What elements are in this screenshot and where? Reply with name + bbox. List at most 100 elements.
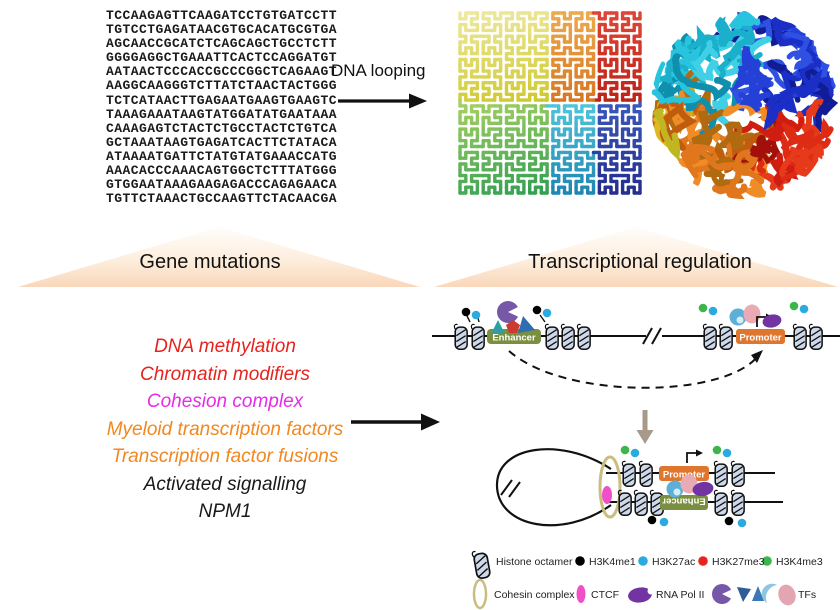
legend-h3k27ac-label: H3K27ac (652, 556, 696, 568)
nucleosome-icon (649, 489, 664, 517)
h3k27ac-dot (471, 310, 481, 320)
legend-histone-octamer-label: Histone octamer (496, 556, 573, 568)
transcriptional-regulation-title: Transcriptional regulation (528, 251, 752, 273)
nucleosome-icon (718, 323, 733, 351)
h3k27ac-dot (708, 306, 718, 316)
h3k27ac-dot (799, 304, 809, 314)
linear-chromatin-track: Enhancer Promoter (432, 301, 840, 389)
h3k4me1-dot (575, 556, 585, 566)
cohesin-ring-icon (598, 455, 622, 519)
strand-break-icon (500, 479, 521, 498)
nucleosome-icon (713, 460, 728, 488)
promoter-label: Promoter (663, 470, 706, 481)
ctcf-icon (576, 585, 586, 603)
strand-break-icon (642, 327, 662, 345)
dna-line: CAAAGAGTCTACTCTGCCTACTCTGTCA (106, 120, 338, 136)
h3k4me3-dot (620, 445, 630, 455)
nucleosome-icon (470, 323, 485, 351)
mutation-item: DNA methylation (154, 336, 296, 357)
mutation-item: NPM1 (198, 501, 252, 522)
legend-tfs-label: TFs (798, 589, 817, 601)
dna-line: TGTCCTGAGATAACGTGCACATGCGTGA (106, 22, 338, 38)
looping-down-arrow (636, 410, 654, 444)
nucleosome-icon (730, 489, 745, 517)
cohesin-ring-icon (472, 578, 488, 610)
h3k27ac-dot (722, 448, 732, 458)
promoter-label: Promoter (739, 333, 782, 344)
h3k4me1-dot (532, 305, 542, 315)
dna-line: TCCAAGAGTTCAAGATCCTGTGATCCTT (106, 8, 338, 23)
mutation-item: Activated signalling (143, 473, 307, 495)
dna-line: GGGGAGGCTGAAATTCACTCCAGGATGT (106, 50, 338, 66)
dna-line: ATAAAATGATTCTATGTATGAAACCATG (106, 148, 338, 164)
h3k27ac-dot (542, 308, 552, 318)
promoter-box (736, 329, 785, 344)
nucleosome-icon (713, 489, 728, 517)
nucleosome-icon (453, 323, 468, 351)
dna-line: TAAAGAAATAAGTATGGATATGAATAAA (106, 106, 338, 122)
promoter-factors (729, 304, 782, 328)
mutation-item: Chromatin modifiers (140, 363, 310, 385)
h3k27ac-dot (638, 556, 648, 566)
hilbert-curve-figure (458, 11, 642, 195)
rna-pol-ii-icon (692, 481, 714, 497)
enhancer-box (660, 495, 708, 510)
mutation-category-list: DNA methylation Chromatin modifiers Cohe… (85, 333, 365, 526)
histone-octamer-icon (471, 548, 492, 580)
legend-rna-pol-ii-label: RNA Pol II (656, 589, 705, 601)
h3k27ac-dot (737, 518, 747, 528)
dna-line: TGTTCTAAACTGCCAAGTTCTACAACGA (106, 191, 338, 207)
chromatin-loop: Promoter Enhancer (495, 445, 783, 528)
tf-shapes-icon (712, 583, 796, 606)
mutation-item: Transcription factor fusions (111, 446, 339, 467)
loop-factors (666, 474, 714, 498)
h3k27ac-dot (659, 517, 669, 527)
h3k27me3-dot (698, 556, 708, 566)
chromatin-globule-figure (651, 11, 839, 199)
nucleosome-icon (808, 323, 823, 351)
legend-h3k27me3-label: H3K27me3 (712, 556, 765, 568)
legend-h3k4me1-label: H3K4me1 (589, 556, 636, 568)
rna-pol-ii-icon (762, 314, 782, 328)
legend-cohesin-label: Cohesin complex (494, 589, 575, 601)
nucleosome-icon (560, 323, 575, 351)
h3k4me1-dot (647, 515, 657, 525)
h3k4me3-dot (789, 301, 799, 311)
h3k4me3-dot (698, 303, 708, 313)
dna-sequence-block: TCCAAGAGTTCAAGATCCTGTGATCCTT TGTCCTGAGAT… (106, 8, 356, 207)
nucleosome-icon (638, 460, 653, 488)
dna-line: GCTAAATAAGTGAGATCACTTCTATACA (106, 134, 338, 150)
promoter-box (659, 466, 709, 481)
nucleosome-icon (633, 489, 648, 517)
ctcf-icon (602, 486, 612, 504)
enhancer-label: Enhancer (492, 333, 536, 344)
dna-line: AAGGCAAGGGTCTTATCTAACTACTGGG (106, 78, 338, 94)
h3k4me1-dot (724, 516, 734, 526)
h3k4me3-dot (712, 445, 722, 455)
rna-pol-ii-icon (628, 587, 655, 603)
transcription-start-icon (686, 452, 696, 463)
dna-line: AAACACCCAAACAGTGGCTCTTTATGGG (106, 163, 338, 179)
tf-shapes-icon (491, 301, 535, 334)
mutation-item: Cohesion complex (146, 391, 304, 412)
h3k27ac-dot (630, 448, 640, 458)
nucleosome-icon (730, 460, 745, 488)
dna-line: AGCAACCGCATCTCAGCAGCTGCCTCTT (106, 36, 338, 52)
nucleosome-icon (702, 323, 717, 351)
h3k4me1-dot (461, 307, 471, 317)
dna-line: GTGGAATAAAGAAGAGACCCAGAGAACA (106, 177, 338, 193)
dna-looping-label: DNA looping (331, 61, 426, 80)
nucleosome-icon (544, 323, 559, 351)
enhancer-label: Enhancer (662, 496, 706, 507)
enhancer-promoter-contact-arc (508, 350, 758, 389)
legend-h3k4me3-label: H3K4me3 (776, 556, 823, 568)
enhancer-box (487, 329, 541, 344)
nucleosome-icon (621, 460, 636, 488)
legend-ctcf-label: CTCF (591, 589, 619, 601)
gene-mutations-title: Gene mutations (139, 251, 281, 273)
dna-line: TCTCATAACTTGAGAATGAAGTGAAGTC (106, 92, 338, 108)
nucleosome-icon (617, 489, 632, 517)
mutation-item: Myeloid transcription factors (106, 418, 344, 440)
transcription-start-icon (756, 316, 766, 327)
